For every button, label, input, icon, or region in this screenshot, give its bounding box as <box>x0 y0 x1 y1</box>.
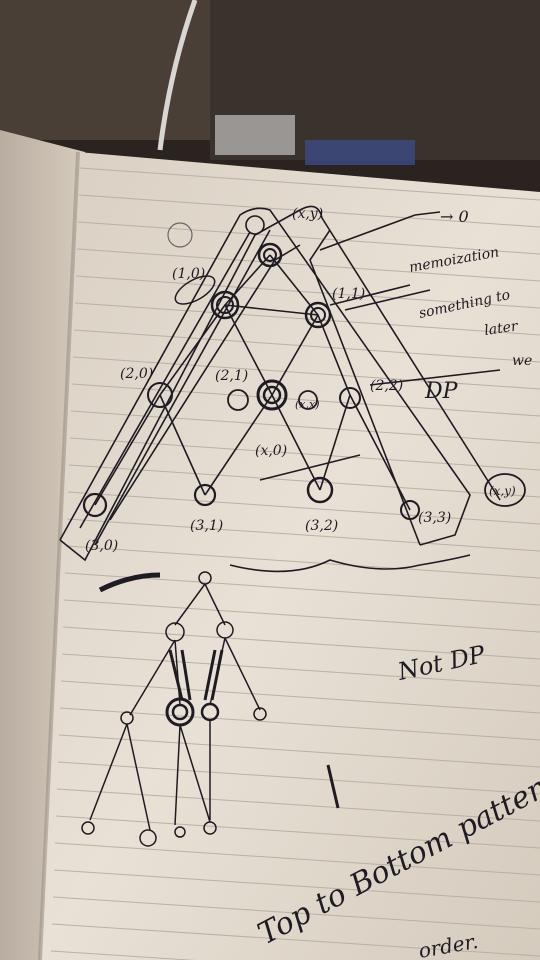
ruled-line <box>53 869 540 903</box>
ruled-line <box>51 923 540 957</box>
ruled-line <box>66 518 540 552</box>
ruled-line <box>70 410 540 444</box>
label-3-2: (3,2) <box>305 518 338 534</box>
ruled-line <box>65 545 540 579</box>
note-arrow-zero: → 0 <box>440 207 469 226</box>
note-we: we <box>512 353 532 369</box>
label-2-1: (2,1) <box>215 368 248 384</box>
label-x-0: (x,0) <box>255 443 287 459</box>
ruled-line <box>55 815 540 849</box>
cable <box>157 0 198 151</box>
ruled-line <box>59 707 540 741</box>
label-circled-xy: (x,y) <box>489 484 516 498</box>
ruled-line <box>75 275 540 309</box>
tree-nodes <box>82 215 526 520</box>
label-3-3: (3,3) <box>418 510 451 526</box>
ruled-line <box>60 680 540 714</box>
ruled-line <box>54 842 540 876</box>
label-root: (x,y) <box>292 206 323 222</box>
ruled-line <box>50 950 197 960</box>
ruled-line <box>79 167 540 201</box>
ruled-line <box>73 329 540 363</box>
label-1-0: (1,0) <box>172 266 205 282</box>
label-3-1: (3,1) <box>190 518 223 534</box>
label-2-2: (2,2) <box>370 378 403 394</box>
label-3-0: (3,0) <box>85 538 118 554</box>
ruled-line <box>57 761 540 795</box>
label-1-1: (1,1) <box>332 286 365 302</box>
ruled-line <box>69 437 540 471</box>
ruled-line <box>68 464 540 498</box>
ruled-line <box>58 734 540 768</box>
ruled-line <box>63 599 540 633</box>
ruled-line <box>72 356 540 390</box>
tree-labels: (x,y) (1,0) (2,0) (2,1) (2,2) (1,1) (x,0… <box>85 206 516 554</box>
ruled-line <box>52 896 540 930</box>
note-dp: DP <box>424 379 459 404</box>
ruled-line <box>78 194 540 228</box>
tree-diagram-bottom <box>81 571 340 847</box>
ruled-line <box>77 221 540 255</box>
label-x-x: (x,x) <box>295 398 320 411</box>
tree-diagram-top <box>59 205 501 573</box>
ruled-line <box>61 653 540 687</box>
ruled-line <box>56 788 540 822</box>
note-later: later <box>483 318 520 339</box>
notebook-page <box>40 152 540 960</box>
label-2-0: (2,0) <box>120 366 153 382</box>
ruled-line <box>62 626 540 660</box>
